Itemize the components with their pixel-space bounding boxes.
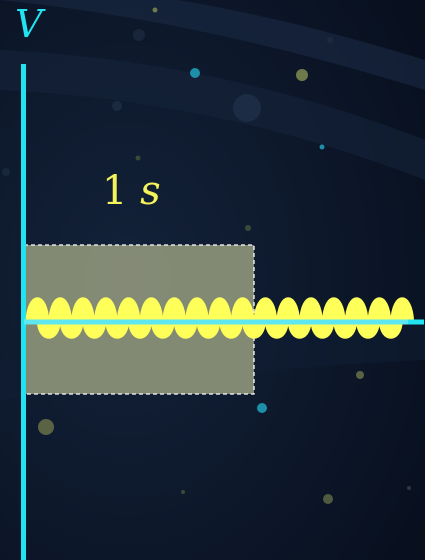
time-window-label: 1 s [102,168,161,214]
time-unit: s [140,168,161,214]
time-value: 1 [102,168,127,214]
axis-label: V [15,2,42,46]
